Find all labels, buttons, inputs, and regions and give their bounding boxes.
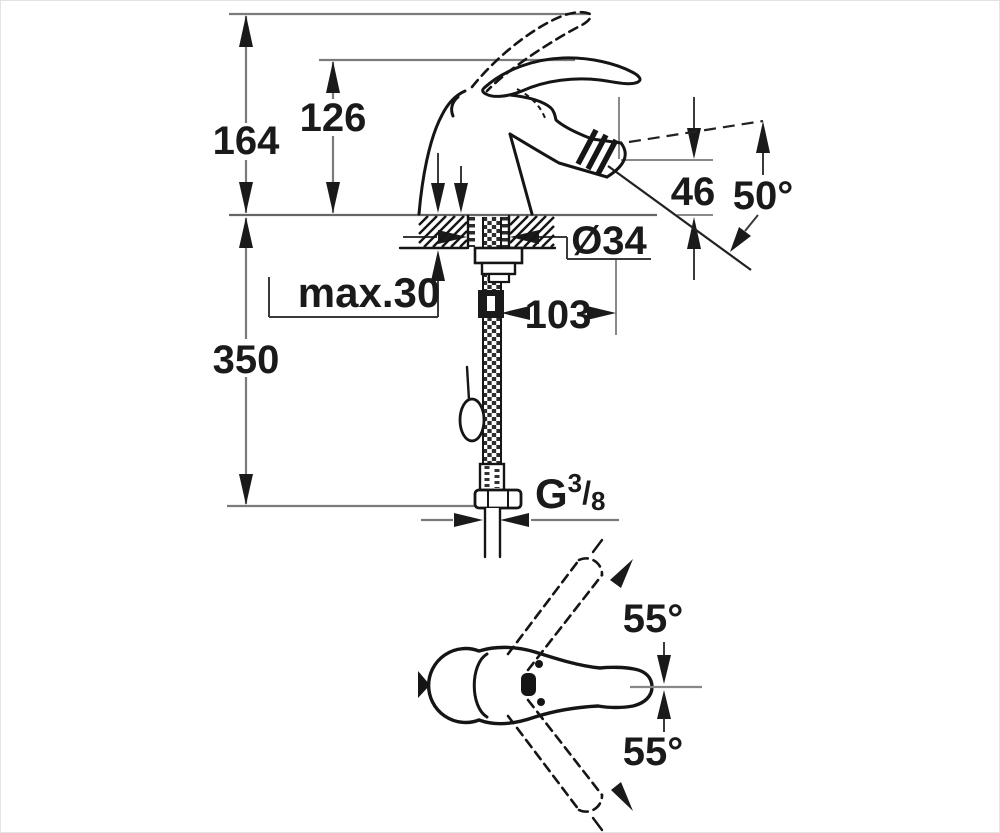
lever-handle-closed — [481, 56, 642, 98]
handle-swing-dashed-lower — [506, 698, 604, 832]
dim-164: 164 — [204, 15, 288, 213]
cap-notch — [418, 671, 430, 698]
cartridge-marker — [521, 673, 536, 696]
deck-hatching-right — [509, 215, 555, 248]
cartridge-hidden-line — [516, 88, 546, 119]
body-back-edge — [417, 89, 467, 216]
dim-126: 126 — [296, 61, 370, 213]
dim-o34: Ø34 — [403, 219, 651, 263]
dim-164-label: 164 — [213, 119, 280, 163]
spout-top-edge — [508, 93, 623, 145]
body-outline-top-view — [427, 645, 654, 726]
spout-bottom-edge — [508, 132, 609, 179]
cap-seam-arc — [472, 652, 489, 719]
dim-350-label: 350 — [213, 338, 280, 382]
deck-section — [398, 215, 557, 250]
dim-126-label: 126 — [300, 96, 367, 140]
aerator-tip — [605, 141, 627, 179]
dim-max30-label: max.30 — [298, 269, 440, 316]
deck-hatching-left — [418, 215, 468, 248]
mounting-shank — [466, 214, 511, 250]
hose-top-ferrule — [478, 290, 504, 318]
lever-handle-open-dashed — [470, 10, 593, 93]
body-front-edge — [508, 132, 534, 216]
datum-lines — [227, 12, 713, 508]
dim-46-label: 46 — [671, 170, 716, 214]
dim-103: 103 — [501, 293, 616, 337]
faucet-top-view: 55° 55° — [418, 538, 702, 832]
dim-50deg: 50° — [607, 119, 794, 271]
dim-103-label: 103 — [525, 293, 592, 337]
g38-hex-nut — [473, 488, 523, 510]
handle-swing-dashed-upper — [506, 538, 604, 672]
dim-55deg-upper-label: 55° — [623, 597, 684, 641]
connection-pipe — [483, 506, 502, 559]
dim-max30: max.30 — [268, 153, 468, 318]
dim-55deg-upper: 55° — [610, 559, 683, 684]
dim-o34-label: Ø34 — [571, 219, 647, 263]
dim-50deg-label: 50° — [733, 174, 794, 218]
aerator-ball-joint — [575, 128, 627, 179]
dim-55deg-lower-label: 55° — [623, 730, 684, 774]
faucet-side-view — [417, 10, 642, 216]
dim-350: 350 — [204, 217, 288, 505]
mounting-nut — [473, 246, 524, 284]
dim-g38: G3/8 — [421, 468, 619, 527]
pop-up-rod — [458, 365, 486, 443]
mounting-and-hose — [458, 214, 524, 559]
body-ear — [450, 95, 460, 118]
screw-dot-lower — [537, 698, 545, 706]
screw-dot-upper — [535, 660, 543, 668]
dim-55deg-lower: 55° — [611, 690, 683, 811]
dim-46: 46 — [671, 97, 716, 280]
hose-lower-ferrule — [478, 462, 506, 492]
dim-g38-label: G3/8 — [535, 468, 606, 517]
